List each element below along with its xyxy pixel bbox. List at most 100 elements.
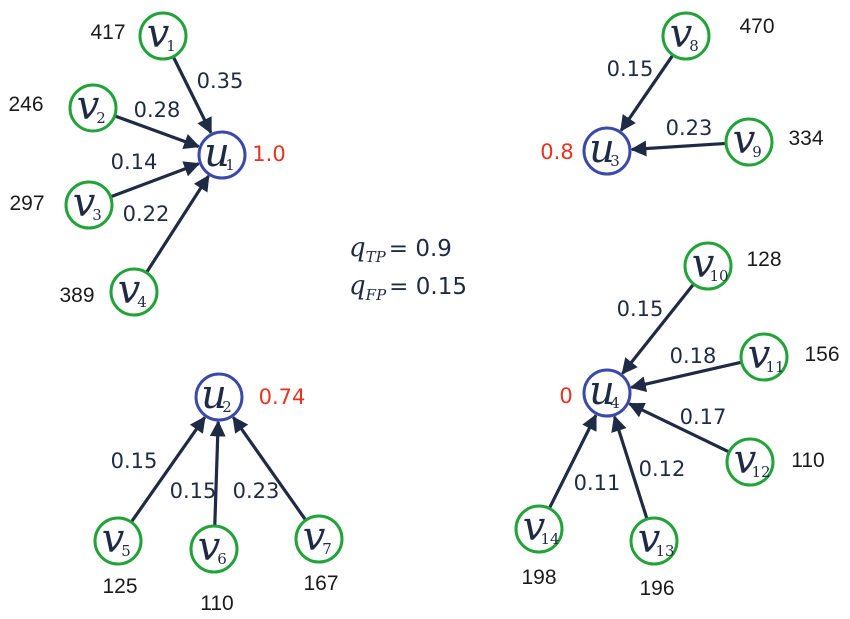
count-label-v14: 198 bbox=[521, 566, 556, 589]
edge-v13-to-u4 bbox=[611, 415, 649, 520]
count-label-v8: 470 bbox=[739, 15, 774, 38]
edge-weight-v3-u1: 0.14 bbox=[111, 150, 158, 174]
param-qtp-subscript: TP bbox=[366, 248, 387, 266]
edge-weight-v2-u1: 0.28 bbox=[134, 98, 181, 122]
count-label-v7: 167 bbox=[303, 572, 338, 595]
item-node-subscript: 14 bbox=[540, 530, 559, 548]
edge-weight-v6-u2: 0.15 bbox=[170, 479, 217, 503]
user-node-subscript: 2 bbox=[222, 398, 232, 416]
score-label-u2: 0.74 bbox=[259, 385, 306, 409]
count-label-v11: 156 bbox=[804, 343, 839, 366]
edge-weight-v1-u1: 0.35 bbox=[197, 69, 244, 93]
user-node-subscript: 4 bbox=[610, 394, 620, 412]
user-node-circle bbox=[197, 130, 247, 180]
edge-v4-to-u1 bbox=[145, 174, 210, 274]
item-node-subscript: 13 bbox=[655, 542, 674, 560]
user-node-circle bbox=[582, 368, 632, 418]
item-node-v11: v11 bbox=[739, 332, 789, 382]
item-node-subscript: 8 bbox=[689, 37, 699, 55]
edge-weight-v10-u4: 0.15 bbox=[617, 297, 664, 321]
count-label-v2: 246 bbox=[8, 93, 43, 116]
item-node-circle bbox=[109, 267, 159, 317]
param-qfp: qFP= 0.15 bbox=[349, 271, 467, 304]
item-node-v6: v6 bbox=[189, 524, 239, 574]
param-qtp-symbol: q bbox=[349, 233, 366, 263]
user-node-circle bbox=[582, 126, 632, 176]
edge-v7-to-u2 bbox=[232, 416, 308, 522]
user-node-letter: u bbox=[204, 130, 230, 176]
edge-v9-to-u3 bbox=[630, 140, 727, 157]
item-node-circle bbox=[189, 524, 239, 574]
item-node-v10: v10 bbox=[683, 241, 733, 291]
edge-weight-v13-u4: 0.12 bbox=[639, 457, 686, 481]
item-node-letter: v bbox=[670, 11, 693, 57]
item-node-circle bbox=[629, 516, 679, 566]
edge-weight-v14-u4: 0.11 bbox=[574, 471, 621, 495]
param-qtp: qTP= 0.9 bbox=[349, 233, 452, 266]
edge-v14-to-u4 bbox=[547, 413, 598, 510]
item-node-circle bbox=[725, 437, 775, 487]
score-label-u1: 1.0 bbox=[252, 142, 285, 166]
edge-weight-v11-u4: 0.18 bbox=[670, 344, 717, 368]
user-node-subscript: 3 bbox=[610, 152, 620, 170]
item-node-letter: v bbox=[77, 83, 100, 129]
item-node-circle bbox=[683, 241, 733, 291]
item-node-letter: v bbox=[748, 332, 771, 378]
item-node-subscript: 5 bbox=[121, 542, 131, 560]
user-node-letter: u bbox=[201, 372, 227, 418]
item-node-v14: v14 bbox=[514, 504, 564, 554]
edge-v11-to-u4 bbox=[629, 360, 742, 392]
edge-v10-to-u4 bbox=[621, 283, 695, 375]
item-node-v12: v12 bbox=[725, 437, 775, 487]
edge-weight-v4-u1: 0.22 bbox=[123, 202, 170, 226]
edge-v2-to-u1 bbox=[114, 114, 201, 150]
item-node-letter: v bbox=[733, 117, 756, 163]
item-node-subscript: 1 bbox=[166, 37, 176, 55]
item-node-v13: v13 bbox=[629, 516, 679, 566]
item-node-v9: v9 bbox=[724, 117, 774, 167]
count-label-v12: 110 bbox=[791, 449, 824, 472]
edge-weight-v9-u3: 0.23 bbox=[666, 116, 713, 140]
score-label-u4: 0 bbox=[559, 384, 572, 408]
item-node-v1: v1 bbox=[138, 11, 188, 61]
item-node-letter: v bbox=[102, 516, 125, 562]
count-label-v9: 334 bbox=[788, 127, 823, 150]
parameter-block: qTP= 0.9 qFP= 0.15 bbox=[349, 233, 467, 304]
item-node-circle bbox=[661, 11, 711, 61]
item-node-subscript: 4 bbox=[137, 293, 147, 311]
item-node-circle bbox=[64, 180, 114, 230]
item-node-letter: v bbox=[303, 514, 326, 560]
edge-v6-to-u2 bbox=[209, 420, 226, 527]
score-label-u3: 0.8 bbox=[540, 140, 573, 164]
count-label-v5: 125 bbox=[102, 575, 137, 598]
item-node-subscript: 9 bbox=[752, 143, 762, 161]
item-node-subscript: 6 bbox=[217, 550, 227, 568]
item-node-subscript: 12 bbox=[751, 463, 770, 481]
item-node-v4: v4 bbox=[109, 267, 159, 317]
item-node-circle bbox=[93, 516, 143, 566]
item-node-v3: v3 bbox=[64, 180, 114, 230]
item-node-letter: v bbox=[198, 524, 221, 570]
count-label-v10: 128 bbox=[746, 248, 781, 271]
user-node-u3: u3 bbox=[582, 126, 632, 176]
edges-layer bbox=[109, 54, 742, 527]
user-node-letter: u bbox=[589, 368, 615, 414]
user-node-subscript: 1 bbox=[225, 156, 235, 174]
item-node-v7: v7 bbox=[294, 514, 344, 564]
user-node-circle bbox=[194, 372, 244, 422]
item-node-letter: v bbox=[692, 241, 715, 287]
item-node-v8: v8 bbox=[661, 11, 711, 61]
item-node-letter: v bbox=[73, 180, 96, 226]
item-node-subscript: 2 bbox=[96, 109, 106, 127]
item-node-v2: v2 bbox=[68, 83, 118, 133]
edge-weight-v12-u4: 0.17 bbox=[680, 405, 727, 429]
count-label-v13: 196 bbox=[639, 577, 674, 600]
item-node-subscript: 11 bbox=[765, 358, 784, 376]
edge-weight-v7-u2: 0.23 bbox=[233, 479, 280, 503]
edge-v12-to-u4 bbox=[628, 402, 730, 454]
item-node-circle bbox=[724, 117, 774, 167]
user-node-u1: u1 bbox=[197, 130, 247, 180]
item-node-circle bbox=[68, 83, 118, 133]
